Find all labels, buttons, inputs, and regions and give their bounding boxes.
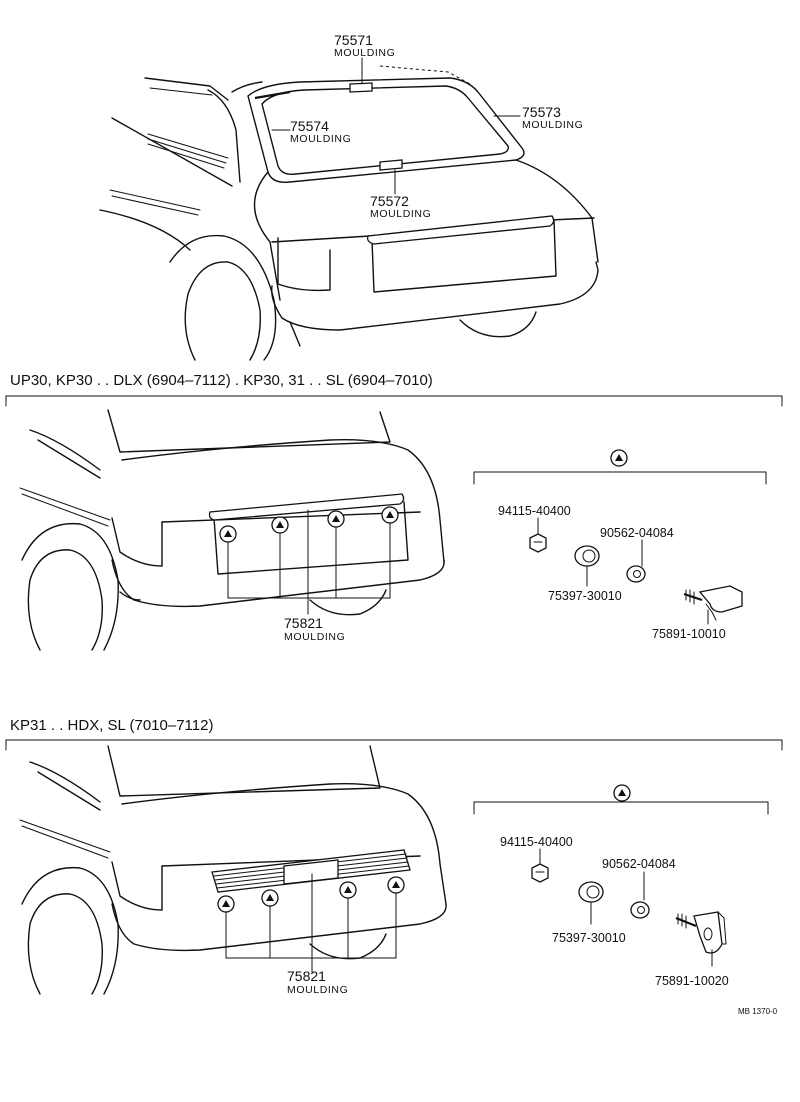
section1-moulding-name: MOULDING [284, 631, 345, 643]
section1-clip-kit: 94115-40400 75397-30010 90562-04084 7589… [473, 449, 767, 641]
section1-bracket [5, 395, 783, 407]
section1-header: UP30, KP30 . . DLX (6904–7112) . KP30, 3… [10, 372, 433, 389]
section2-moulding-name: MOULDING [287, 984, 348, 996]
bracket-icon [698, 585, 743, 613]
section2-moulding-number: 75821 [287, 968, 326, 984]
section2-moulding-clips: 75821 MOULDING [217, 873, 405, 996]
triangle-icon [618, 789, 626, 796]
triangle-icon [222, 900, 230, 907]
top-car-illustration [99, 65, 599, 361]
part-75571-number: 75571 [334, 32, 373, 48]
drawing-code: MB 1370-0 [738, 1007, 778, 1016]
triangle-icon [332, 515, 340, 522]
triangle-icon [386, 511, 394, 518]
cap-nut-icon [626, 565, 646, 583]
section2-clip-kit: 94115-40400 75397-30010 90562-04084 7589… [473, 784, 769, 988]
section2-part-bracket: 75891-10020 [655, 974, 729, 988]
nut-icon [529, 533, 547, 553]
triangle-icon [615, 454, 623, 461]
section2-part-cap-nut: 90562-04084 [602, 857, 676, 871]
triangle-icon [392, 881, 400, 888]
section2-part-nut: 94115-40400 [500, 835, 573, 849]
triangle-icon [224, 530, 232, 537]
top-callouts: 75571 MOULDING 75574 MOULDING 75573 MOUL… [271, 32, 583, 220]
triangle-icon [266, 894, 274, 901]
cap-nut-icon [630, 901, 650, 919]
section1-moulding-number: 75821 [284, 615, 323, 631]
section1-part-grommet: 75397-30010 [548, 589, 622, 603]
section1-part-nut: 94115-40400 [498, 504, 571, 518]
part-75574-name: MOULDING [290, 133, 351, 145]
bracket-icon [693, 911, 723, 954]
nut-icon [531, 863, 549, 883]
section2-car-illustration [19, 745, 447, 995]
section1-part-cap-nut: 90562-04084 [600, 526, 674, 540]
part-75573-name: MOULDING [522, 119, 583, 131]
section1-part-bracket: 75891-10010 [652, 627, 726, 641]
section2-bracket [5, 739, 783, 751]
triangle-icon [344, 886, 352, 893]
part-75572-name: MOULDING [370, 208, 431, 220]
part-75573-number: 75573 [522, 104, 561, 120]
triangle-icon [276, 521, 284, 528]
section2-part-grommet: 75397-30010 [552, 931, 626, 945]
section1-moulding-clips: 75821 MOULDING [219, 506, 399, 643]
section1-car-illustration [19, 409, 445, 651]
part-75571-name: MOULDING [334, 47, 395, 59]
part-75572-number: 75572 [370, 193, 409, 209]
section2-header: KP31 . . HDX, SL (7010–7112) [10, 717, 213, 734]
part-75574-number: 75574 [290, 118, 329, 134]
